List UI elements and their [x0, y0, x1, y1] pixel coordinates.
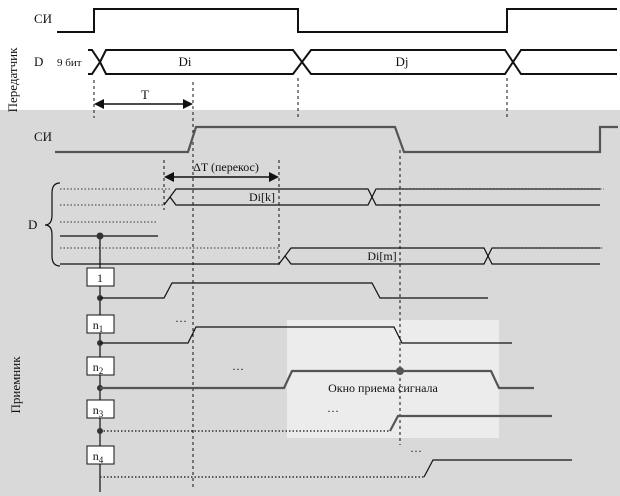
receiver-side-label: Приемник	[8, 356, 23, 414]
tx-bits-label: 9 бит	[57, 57, 82, 69]
delay-box-1	[86, 267, 115, 287]
rx-data-k: Di[k]	[249, 190, 275, 204]
signal-1	[100, 282, 488, 299]
tx-clock-label: СИ	[34, 11, 52, 26]
tx-clock-waveform	[57, 8, 617, 33]
trunk-node-top	[96, 232, 104, 240]
tx-data-label: D	[34, 54, 43, 69]
delay-box-n3	[86, 399, 115, 419]
period-label: T	[141, 87, 149, 102]
ellipsis-4: …	[410, 441, 422, 455]
delay-box-n3-label: n3	[93, 403, 104, 419]
signal-n1	[100, 326, 512, 344]
skew-label: ΔT (перекос)	[193, 160, 259, 174]
tx-data-i: Di	[179, 54, 192, 69]
reception-window	[287, 320, 499, 438]
delay-box-n1-label: n1	[93, 318, 104, 334]
rx-data-label: D	[28, 217, 37, 232]
ellipsis-1: …	[175, 311, 187, 325]
delay-box-n2-label: n2	[93, 360, 104, 376]
rx-clock-waveform	[55, 125, 618, 154]
delay-box-1-label: 1	[97, 271, 103, 285]
rx-data-brace	[44, 182, 61, 267]
ellipsis-2: …	[232, 359, 244, 373]
delay-box-n1	[86, 314, 115, 334]
delay-box-n2	[86, 356, 115, 376]
skew-arrow	[164, 172, 279, 182]
sample-point	[396, 367, 404, 375]
signal-n3-edge	[389, 414, 552, 432]
signal-n4-edge	[423, 459, 572, 478]
rx-bus-k	[60, 188, 604, 206]
tx-data-bus	[88, 49, 617, 75]
ellipsis-3: …	[327, 401, 339, 415]
transmitter-side-label: Передатчик	[5, 47, 20, 112]
receiver-panel	[0, 110, 620, 496]
delay-box-n4-label: n4	[93, 449, 104, 465]
period-arrow	[94, 99, 193, 109]
rx-clock-label: СИ	[34, 129, 52, 144]
delay-box-n4	[86, 445, 115, 465]
rx-data-m: Di[m]	[367, 249, 396, 263]
signal-n2	[100, 369, 534, 390]
window-label: Окно приема сигнала	[328, 381, 438, 395]
rx-bus-m	[60, 247, 604, 265]
tx-data-j: Dj	[396, 54, 409, 69]
